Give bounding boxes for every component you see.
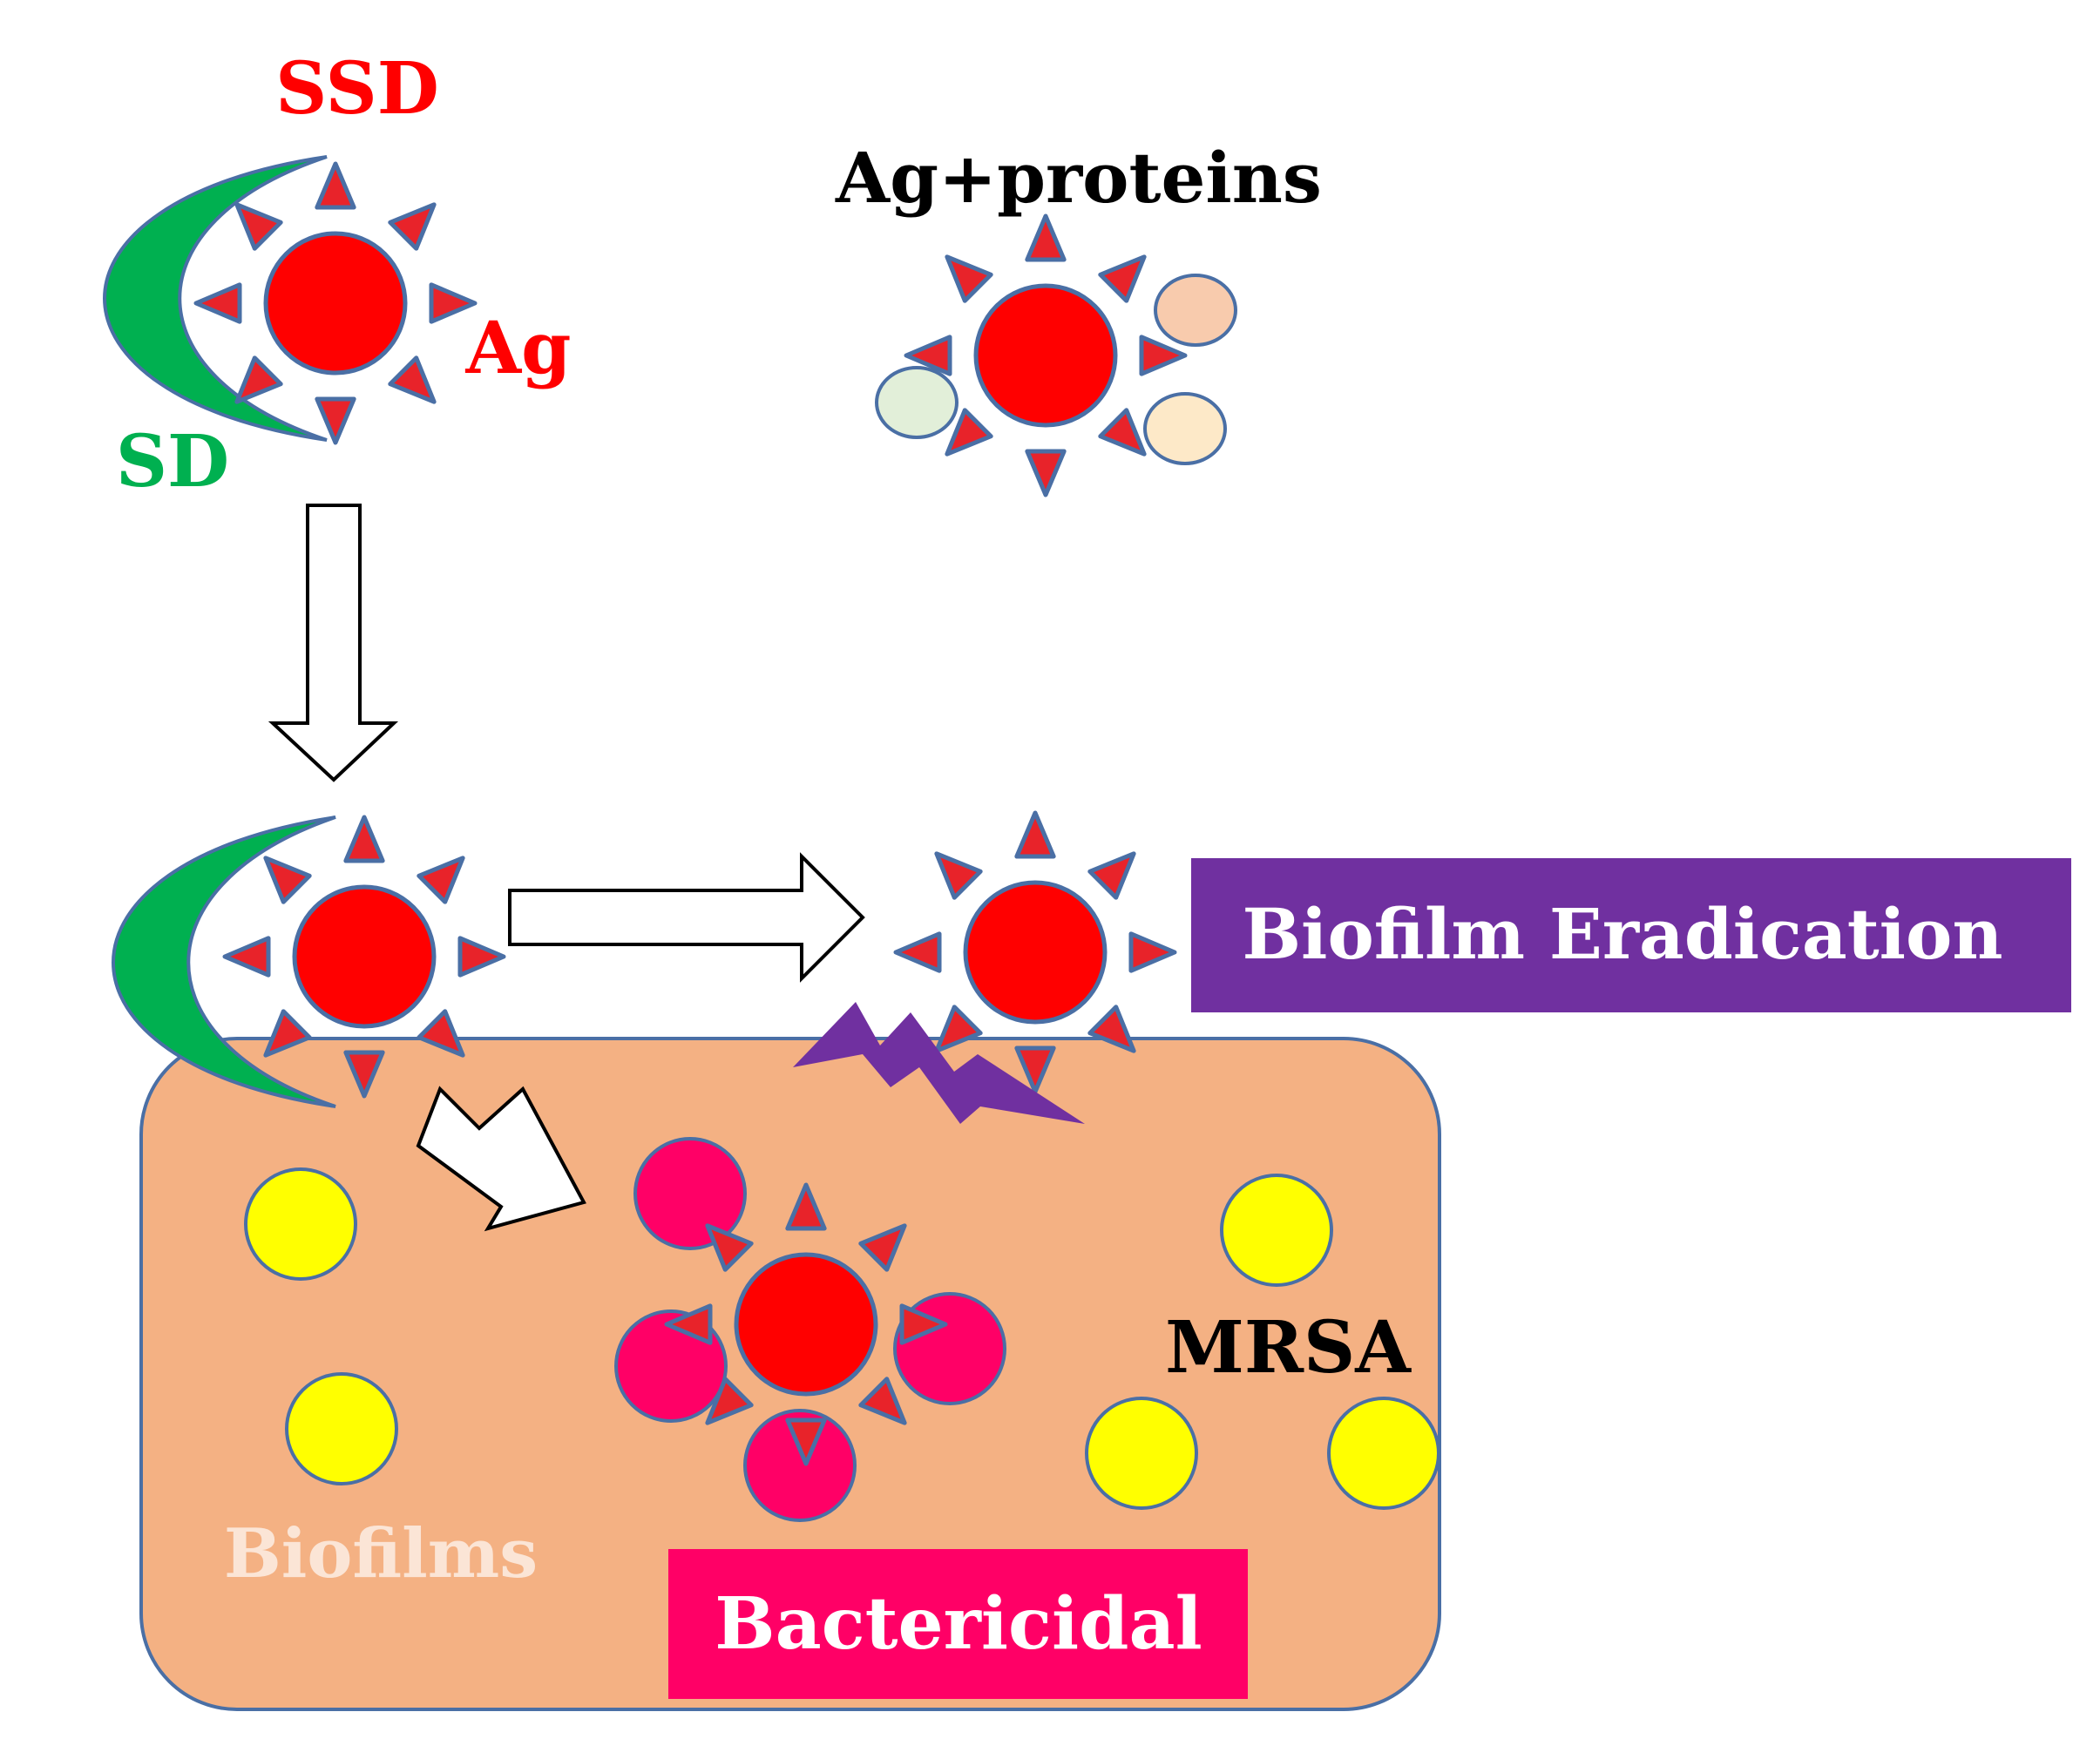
sd-label: SD	[116, 420, 229, 504]
mrsa-bacterium	[1220, 1174, 1333, 1287]
right-arrow-icon	[508, 852, 865, 983]
sunburst-ray	[945, 408, 993, 457]
sunburst-ray	[1098, 408, 1147, 457]
mrsa-bacterium	[244, 1167, 357, 1281]
sunburst-ray	[934, 851, 983, 900]
sunburst-ray	[315, 396, 356, 445]
biofilm-eradication-box	[1191, 858, 2071, 1012]
silver-sunburst-icon	[193, 161, 478, 445]
diagonal-arrow-icon	[416, 1086, 586, 1232]
sunburst-ray	[945, 254, 993, 303]
protein	[875, 366, 959, 439]
sunburst-ray	[904, 335, 952, 376]
mrsa-bacterium	[1085, 1397, 1198, 1510]
sunburst-ray	[893, 931, 942, 973]
ag-label: Ag	[465, 307, 572, 390]
silver-core	[263, 231, 408, 376]
sunburst-ray	[785, 1418, 827, 1466]
sunburst-ray	[858, 1223, 907, 1272]
sunburst-ray	[664, 1303, 713, 1345]
sunburst-ray	[315, 161, 356, 210]
sunburst-ray	[899, 1303, 948, 1345]
sunburst-ray	[858, 1377, 907, 1425]
sunburst-ray	[234, 355, 283, 404]
sunburst-ray	[1014, 1045, 1056, 1094]
sunburst-ray	[1128, 931, 1177, 973]
silver-sunburst-icon	[904, 213, 1188, 497]
sunburst-ray	[705, 1223, 754, 1272]
sd-crescent	[112, 815, 336, 1108]
sunburst-ray	[343, 1050, 385, 1099]
silver-sunburst-icon	[664, 1182, 948, 1466]
bactericidal-box	[668, 1549, 1248, 1699]
sunburst-ray	[343, 815, 385, 863]
sunburst-ray	[222, 936, 271, 978]
sunburst-ray	[1025, 213, 1067, 262]
sunburst-ray	[417, 1009, 465, 1058]
sunburst-ray	[934, 1005, 983, 1053]
sunburst-ray	[234, 202, 283, 251]
mrsa-label: MRSA	[1165, 1306, 1412, 1390]
biofilms-label: Biofilms	[224, 1514, 538, 1594]
sunburst-ray	[429, 282, 478, 324]
sunburst-ray	[1139, 335, 1188, 376]
sunburst-ray	[1087, 1005, 1136, 1053]
sunburst-ray	[388, 355, 437, 404]
sunburst-ray	[705, 1377, 754, 1425]
ag-proteins-label: Ag+proteins	[835, 137, 1322, 219]
silver-sunbursts	[193, 161, 1188, 1466]
sunburst-ray	[193, 282, 242, 324]
sunburst-ray	[417, 856, 465, 904]
sunburst-ray	[1098, 254, 1147, 303]
killed-bacterium	[633, 1137, 747, 1250]
killed-bacterium	[743, 1409, 857, 1522]
protein	[1143, 392, 1227, 465]
protein	[1154, 274, 1237, 347]
sunburst-ray	[457, 936, 506, 978]
sunburst-ray	[1025, 449, 1067, 497]
down-arrow-icon	[268, 504, 399, 782]
sunburst-ray	[785, 1182, 827, 1231]
silver-core	[973, 283, 1118, 428]
silver-core	[734, 1252, 878, 1397]
silver-sunburst-icon	[893, 810, 1177, 1094]
sunburst-ray	[388, 202, 437, 251]
silver-sunburst-icon	[222, 815, 506, 1099]
bactericidal-label: Bactericidal	[715, 1582, 1202, 1666]
silver-core	[963, 880, 1108, 1025]
lightning-bolt-icon	[793, 1002, 1085, 1124]
sunburst-ray	[1014, 810, 1056, 859]
sunburst-ray	[263, 856, 312, 904]
mrsa-bacterium	[1327, 1397, 1440, 1510]
mrsa-bacterium	[285, 1372, 398, 1485]
sunburst-ray	[1087, 851, 1136, 900]
sd-crescent	[103, 155, 328, 442]
sunburst-ray	[263, 1009, 312, 1058]
biofilm-eradication-label: Biofilm Eradication	[1242, 893, 2002, 975]
silver-core	[292, 884, 437, 1029]
ssd-label: SSD	[275, 47, 439, 131]
